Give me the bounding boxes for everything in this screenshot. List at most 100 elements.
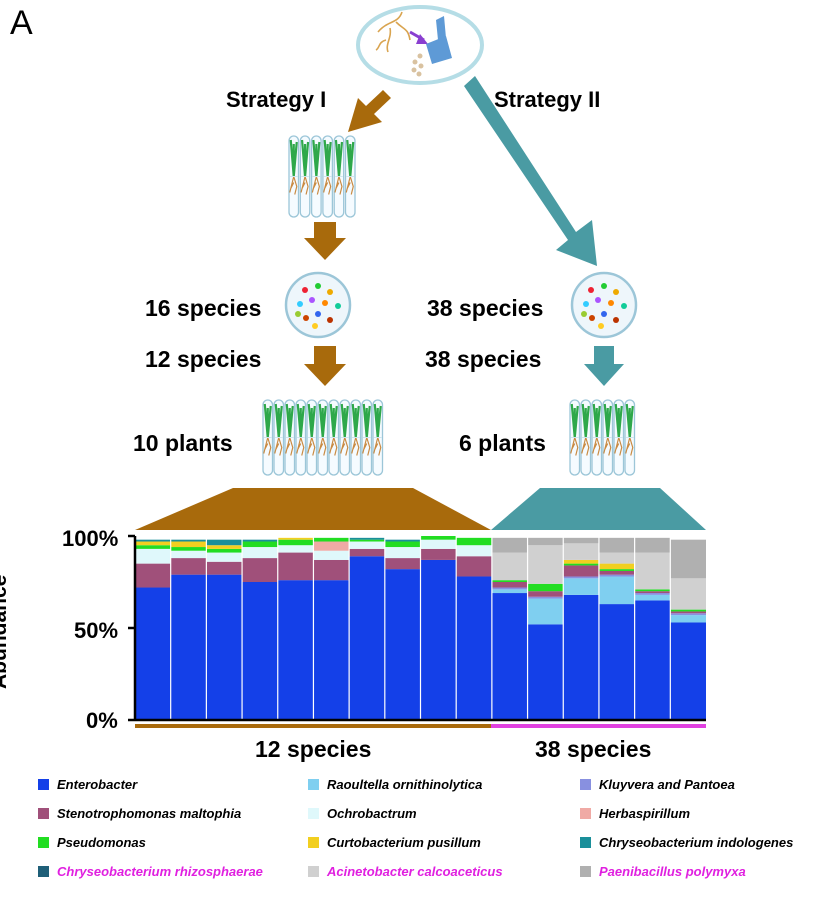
seedling-tube <box>317 399 329 476</box>
legend-item: Chryseobacterium indologenes <box>580 832 793 852</box>
bar-segment <box>242 539 278 542</box>
seedling-tube <box>344 135 356 218</box>
bar-segment <box>384 558 421 570</box>
bar-segment <box>634 591 671 594</box>
bar-segment <box>277 580 314 720</box>
bar-segment <box>527 596 564 599</box>
seedling-tubes-strategy-one <box>262 399 384 476</box>
legend-swatch <box>580 865 591 877</box>
legend-label: Chryseobacterium rhizosphaerae <box>57 863 263 879</box>
bar-segment <box>135 563 171 588</box>
legend-label: Acinetobacter calcoaceticus <box>327 863 503 879</box>
bar-segment <box>420 536 457 540</box>
strategy-two-bracket <box>491 488 706 530</box>
y-tick-0: 0% <box>86 708 118 733</box>
group-label-right: 38 species <box>535 736 652 762</box>
strategy-two-label: Strategy II <box>494 87 601 112</box>
bar-segment <box>670 611 706 614</box>
bar-segment <box>206 552 243 562</box>
bar-segment <box>170 539 207 542</box>
bar-segment <box>491 582 528 588</box>
bar-segment <box>170 541 207 548</box>
bar-segment <box>206 574 243 720</box>
panel-label: A <box>10 4 33 42</box>
bar-segment <box>563 565 599 577</box>
stacked-bar <box>634 537 671 720</box>
strategy-one-bracket <box>135 488 491 530</box>
bar-segment <box>349 541 385 549</box>
seedling-tubes-strategy-two <box>569 399 636 476</box>
right-down-arrow <box>584 346 624 386</box>
stacked-bar <box>670 539 706 720</box>
seedling-tube <box>273 399 285 476</box>
legend-label: Chryseobacterium indologenes <box>599 834 794 850</box>
bar-segment <box>598 569 635 571</box>
bar-segment <box>206 545 243 549</box>
bar-segment <box>242 582 278 720</box>
stacked-bar <box>420 536 457 720</box>
bar-segment <box>598 574 635 577</box>
bar-segment <box>563 543 599 560</box>
seedling-tube <box>372 399 384 476</box>
right-selected-count: 38 species <box>425 346 542 372</box>
strategy-one-arrow <box>348 90 391 132</box>
bar-segment <box>634 593 671 595</box>
bar-segment <box>456 556 492 577</box>
legend-label: Paenibacillus polymyxa <box>599 863 746 879</box>
bar-segment <box>634 600 671 720</box>
seedling-tube <box>569 399 581 476</box>
left-plant-count: 10 plants <box>133 430 233 456</box>
bar-segment <box>135 587 171 720</box>
legend-swatch <box>38 807 49 819</box>
bar-segment <box>527 591 564 597</box>
bar-segment <box>491 552 528 581</box>
bar-segment <box>242 558 278 582</box>
bar-segment <box>527 598 564 625</box>
bar-segment <box>242 541 278 548</box>
bar-segment <box>277 552 314 581</box>
bar-segment <box>527 545 564 584</box>
stacked-bar <box>313 537 350 720</box>
legend-swatch <box>308 778 319 790</box>
bar-segment <box>242 547 278 559</box>
left-selected-count: 12 species <box>145 346 262 372</box>
bar-segment <box>384 547 421 559</box>
bar-segment <box>313 559 350 581</box>
bar-segment <box>313 580 350 720</box>
bar-segment <box>170 558 207 575</box>
bar-segment <box>670 615 706 623</box>
seedling-tube <box>339 399 351 476</box>
bar-segment <box>313 550 350 560</box>
stacked-bar <box>598 537 635 720</box>
seedling-tube <box>333 135 345 218</box>
bar-segment <box>634 589 671 592</box>
bar-segment <box>563 537 599 544</box>
legend-label: Ochrobactrum <box>327 805 417 821</box>
bar-segment <box>527 537 564 546</box>
legend-swatch <box>38 778 49 790</box>
left-down-arrow-2 <box>304 346 346 386</box>
bar-segment <box>670 578 706 610</box>
legend-item: Chryseobacterium rhizosphaerae <box>38 861 263 881</box>
legend-item: Acinetobacter calcoaceticus <box>308 861 503 881</box>
bar-segment <box>135 545 171 549</box>
bar-segment <box>277 537 314 540</box>
bar-segment <box>384 541 421 548</box>
y-tick-50: 50% <box>74 618 119 643</box>
bar-segment <box>313 537 350 542</box>
legend-item: Herbaspirillum <box>580 803 690 823</box>
left-petri-dish <box>284 271 352 339</box>
bar-segment <box>313 541 350 551</box>
strategy-one-label: Strategy I <box>226 87 327 112</box>
stacked-bar <box>242 539 278 720</box>
bar-segment <box>456 537 492 546</box>
legend-item: Kluyvera and Pantoea <box>580 774 735 794</box>
seedling-tube <box>299 135 311 218</box>
bar-segment <box>634 537 671 553</box>
legend-label: Pseudomonas <box>57 834 146 850</box>
root-sample-icon <box>356 5 484 85</box>
bar-segment <box>670 613 706 616</box>
bar-segment <box>491 537 528 553</box>
